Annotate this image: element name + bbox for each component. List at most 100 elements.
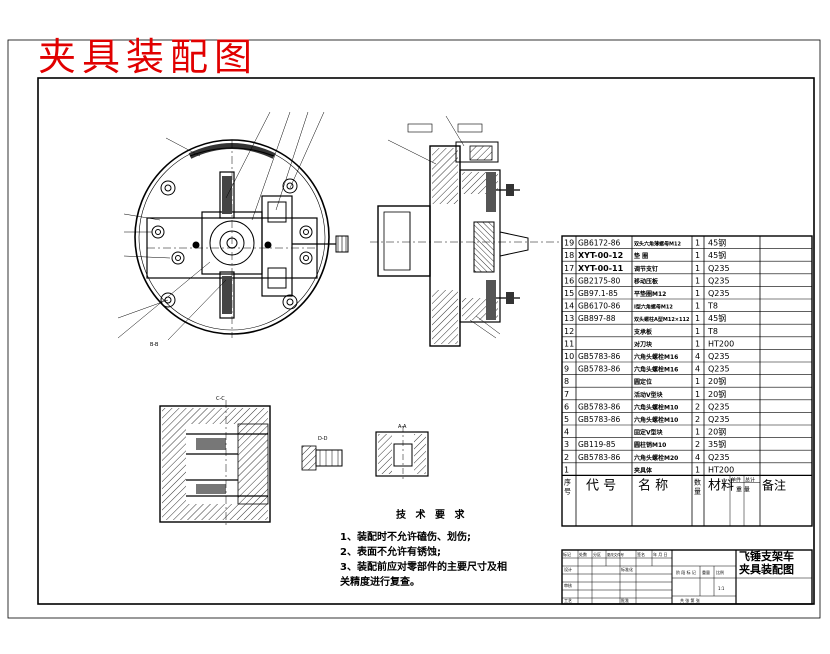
tb-change-doc: 更改文件号 [607,552,625,557]
tech-requirement-4: 关精度进行复查。 [340,577,420,588]
tb-audit: 审核 [564,582,572,588]
title-block [561,549,813,605]
bom-row-11-no: 11 [564,339,574,348]
bom-row-3-no: 3 [564,440,569,449]
plan-view [117,111,349,341]
bom-row-8-no: 8 [564,377,569,386]
tb-count: 处数 [579,551,587,557]
bom-header-name: 名 称 [638,477,668,493]
bom-row-4-material: 20钢 [708,427,726,437]
bom-row-2-code: GB5783-86 [578,453,621,462]
bom-row-17-qty: 1 [695,264,700,273]
bom-header-no-2: 号 [564,487,571,495]
bom-row-13-code: GB897-88 [578,314,616,323]
bom-row-2-qty: 4 [695,453,700,462]
bom-row-19-no: 19 [564,239,574,248]
bom-header-weight: 重 量 [736,485,750,493]
bom-row-6-material: Q235 [708,402,730,411]
section-label-aa: A-A [398,424,407,430]
bom-row-6-qty: 2 [695,402,700,411]
bom-header-qty-1: 数 [694,477,701,486]
bom-row-16-qty: 1 [695,276,700,285]
bom-row-18-qty: 1 [695,251,700,260]
bom-row-4-no: 4 [564,428,569,437]
tb-zone: 分区 [593,551,601,557]
bom-row-7-material: 20钢 [708,389,726,399]
bom-row-15-name: 平垫圈M12 [634,290,666,298]
detail-cc [159,400,271,528]
bom-row-19-qty: 1 [695,239,700,248]
tb-approve: 批准 [621,597,629,603]
bom-row-15-code: GB97.1-85 [578,289,618,298]
tb-mark: 标记 [563,551,571,557]
bom-row-15-no: 15 [564,289,574,298]
bom-row-6-code: GB5783-86 [578,402,621,411]
bom-header-code: 代 号 [586,478,616,493]
bom-row-9-name: 六角头螺栓M16 [634,366,678,374]
bom-header-no-1: 序 [564,477,571,486]
tb-stage: 阶 段 标 记 [676,569,696,575]
tb-weight: 重量 [702,569,710,575]
bom-row-16-material: Q235 [708,276,730,285]
tech-requirement-1: 1、装配时不允许磕伤、划伤; [340,532,471,543]
detail-aa [375,426,429,482]
bom-row-7-qty: 1 [695,390,700,399]
bom-row-18-material: 45钢 [708,250,726,260]
drawing-title: 夹具装配图 [38,35,259,79]
bom-row-14-no: 14 [564,302,574,311]
bom-row-2-no: 2 [564,453,569,462]
bom-row-3-name: 圆柱销M10 [634,441,666,449]
bom-row-12-no: 12 [564,327,574,336]
bom-header-remark: 备注 [762,477,786,492]
bom-row-11-qty: 1 [695,339,700,348]
bom-row-14-material: T8 [707,302,718,311]
bom-row-1-material: HT200 [708,465,734,474]
bom-row-6-no: 6 [564,402,569,411]
bom-row-1-name: 夹具体 [634,466,653,474]
bom-row-13-no: 13 [564,314,574,323]
bom-row-19-name: 双头六角薄螺母M12 [634,241,681,248]
bom-header-unit-weight: 单件 [731,476,741,483]
bom-row-5-name: 六角头螺栓M10 [634,416,678,424]
bom-row-3-qty: 2 [695,440,700,449]
bom-row-13-qty: 1 [695,314,700,323]
section-label-dd: D-D [318,436,328,442]
bom-row-15-material: Q235 [708,289,730,298]
bom-table [561,235,813,527]
bom-row-16-code: GB2175-80 [578,276,621,285]
bom-row-7-no: 7 [564,390,569,399]
inner-frame [37,77,815,605]
section-view [370,115,560,347]
tb-sign: 签名 [637,551,645,557]
bom-row-5-no: 5 [564,415,569,424]
detail-dd [301,445,343,471]
bom-row-8-qty: 1 [695,377,700,386]
tb-date: 年 月 日 [653,551,668,557]
bom-row-9-no: 9 [564,365,569,374]
bom-row-11-name: 对刀块 [634,340,653,348]
section-label-cc: C-C [216,396,225,402]
bom-row-3-code: GB119-85 [578,440,616,449]
bom-row-8-name: 圆定位 [634,378,652,386]
bom-row-16-name: 移动压板 [634,277,659,285]
bom-row-9-qty: 4 [695,365,700,374]
bom-row-4-name: 固定V型块 [634,429,664,437]
tb-sheets: 共 张 第 张 [680,597,700,603]
bom-row-17-material: Q235 [708,264,730,273]
bom-row-7-name: 活动V型块 [634,391,664,399]
bom-row-10-name: 六角头螺栓M16 [634,353,678,361]
bom-row-14-name: I型六角螺母M12 [634,304,673,311]
bom-row-1-qty: 1 [695,465,700,474]
bom-row-18-name: 垫 圈 [634,252,648,260]
bom-row-12-qty: 1 [695,327,700,336]
bom-row-8-material: 20钢 [708,376,726,386]
tb-scale: 1:1 [718,586,725,591]
bom-row-15-qty: 1 [695,289,700,298]
tb-ratio: 比例 [716,569,724,575]
section-label-bb: B-B [150,342,159,348]
bom-row-17-name: 调节支钉 [634,265,658,273]
tech-requirement-3: 3、装配前应对零部件的主要尺寸及相 [340,562,507,573]
bom-row-12-material: T8 [707,327,718,336]
bom-row-5-qty: 2 [695,415,700,424]
